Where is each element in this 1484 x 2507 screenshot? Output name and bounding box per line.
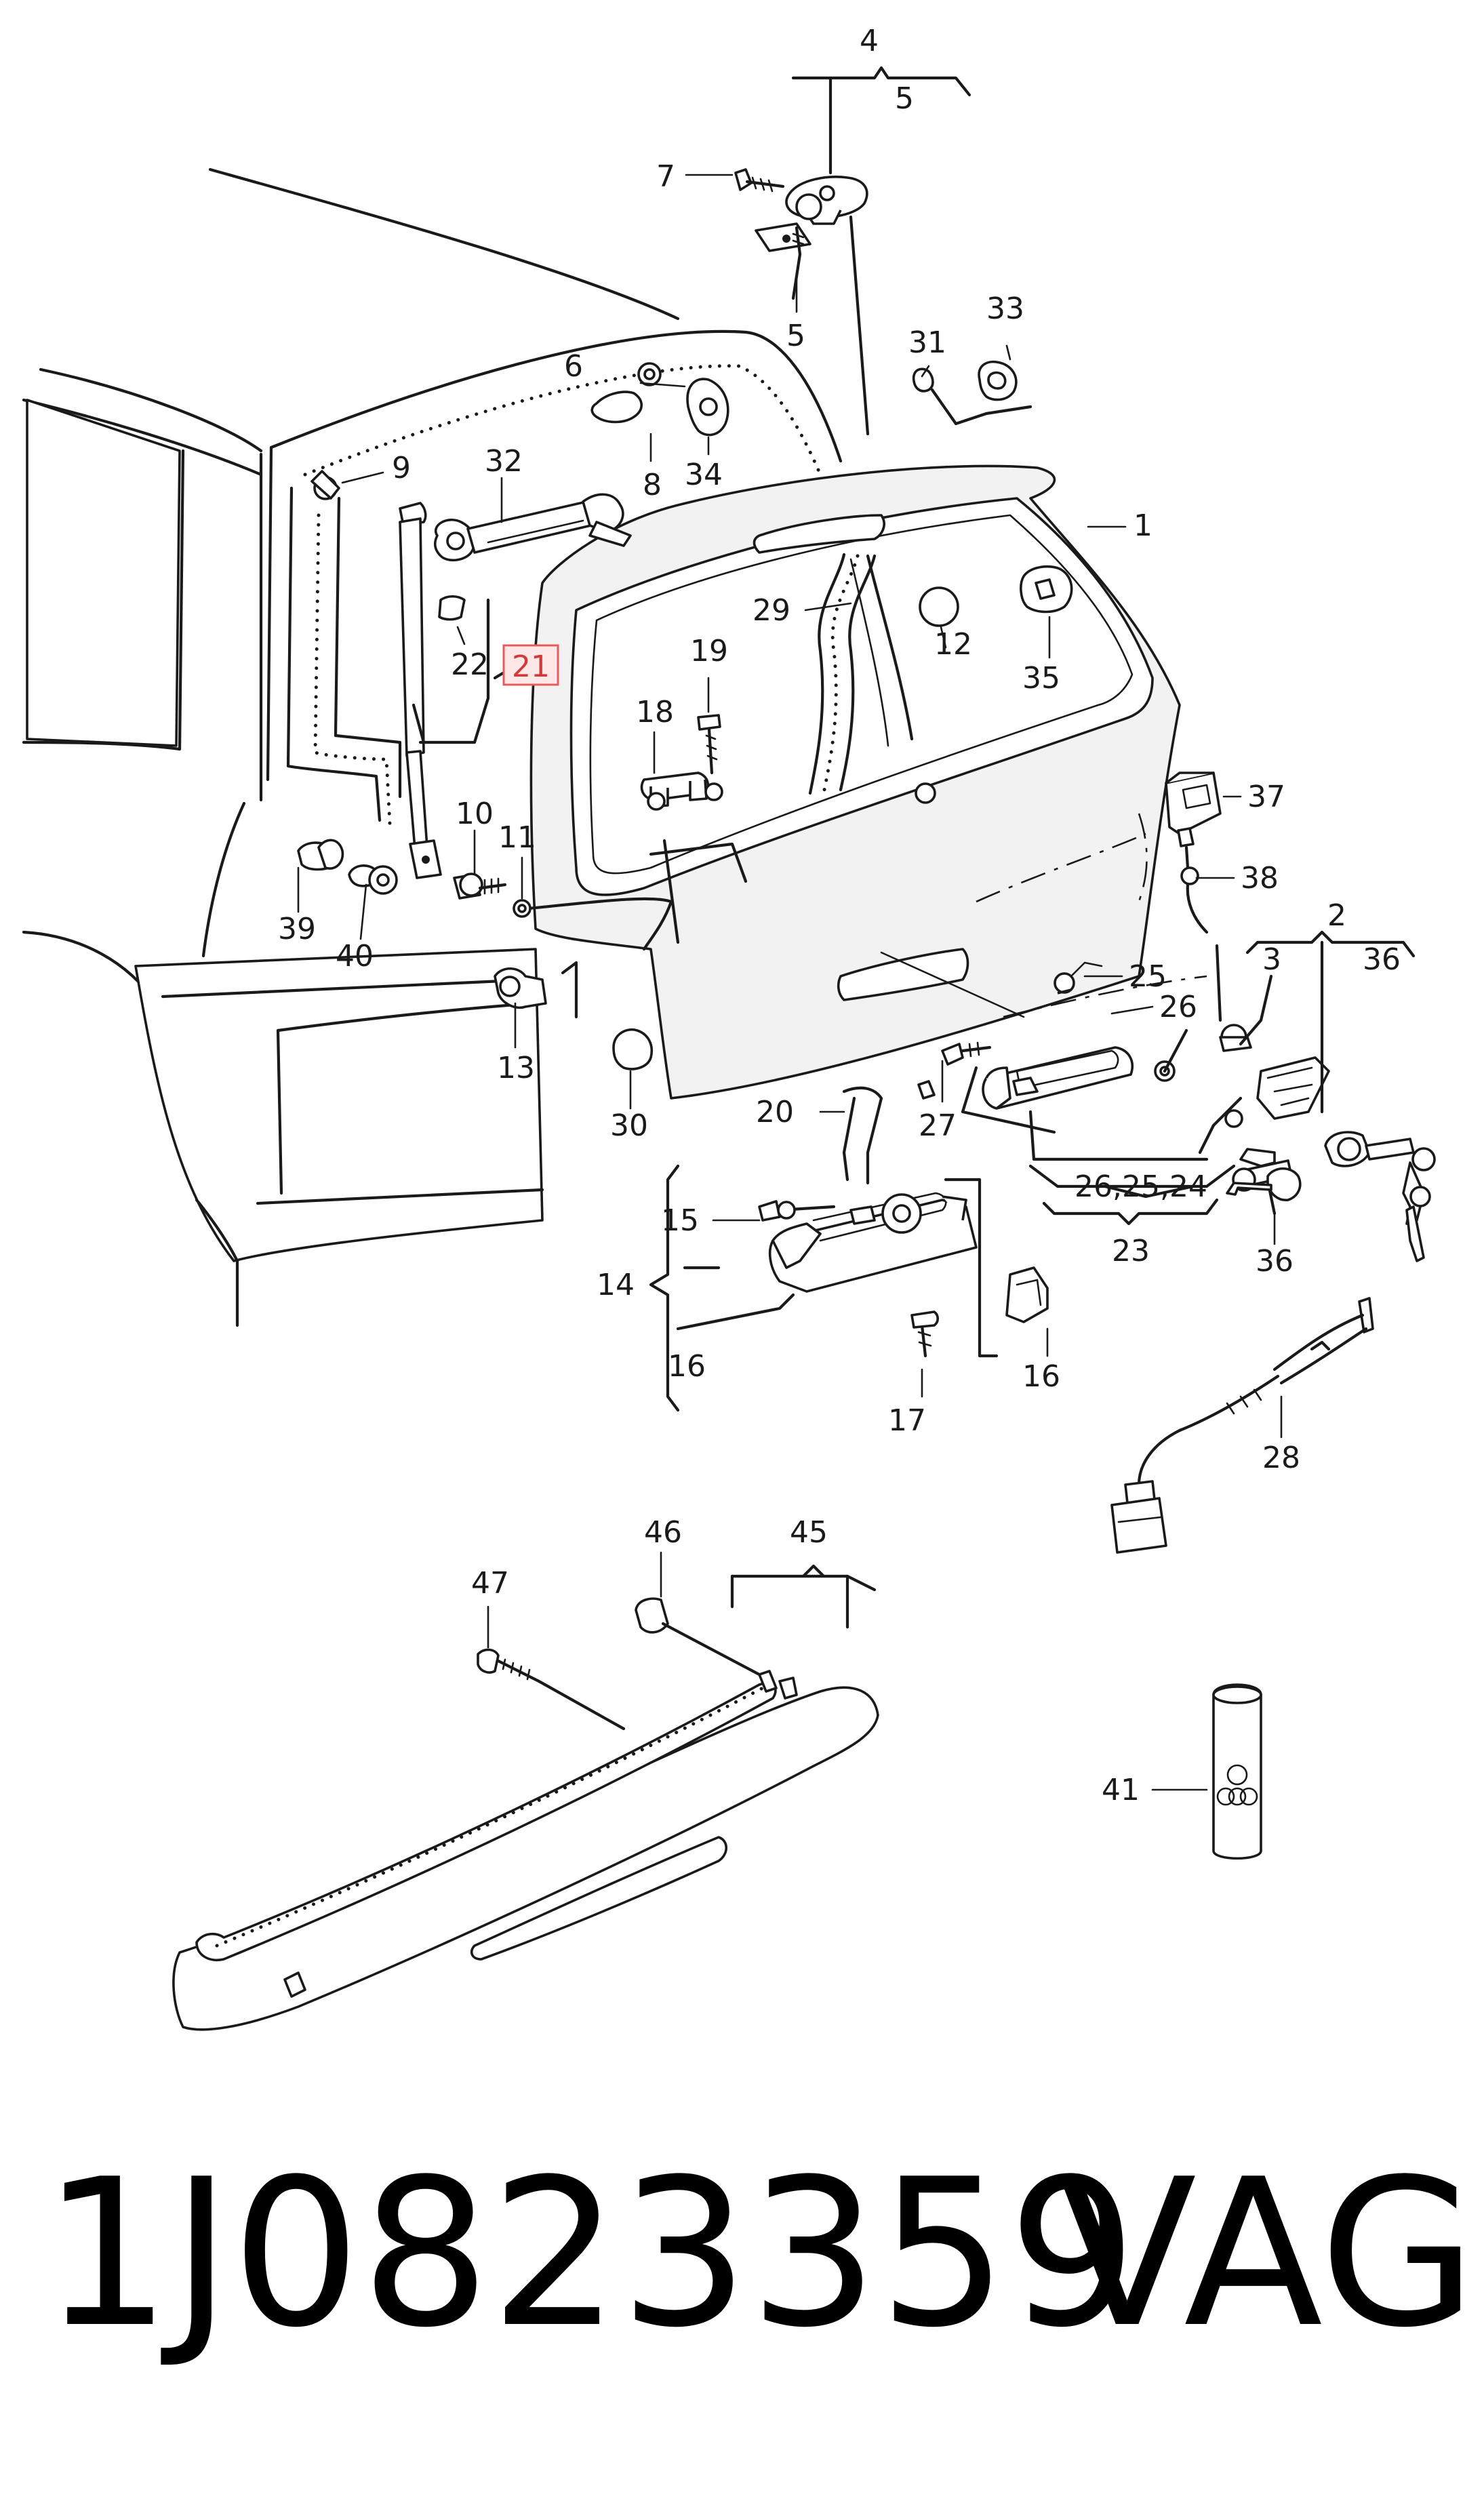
callout-46: 46 [644, 1515, 682, 1550]
hinge-assembly [734, 168, 870, 436]
callout-16-left: 16 [668, 1349, 706, 1384]
callout-45: 45 [790, 1515, 828, 1550]
callout-24-25-26: 26,25,24 [1075, 1169, 1207, 1204]
callout-16: 16 [1022, 1359, 1060, 1394]
callout-28: 28 [1262, 1441, 1300, 1475]
handle-assembly [941, 961, 1236, 1199]
callout-12: 12 [934, 627, 972, 662]
callout-31: 31 [908, 325, 946, 360]
callout-23: 23 [1112, 1234, 1150, 1268]
callout-15: 15 [661, 1203, 699, 1238]
callout-18: 18 [636, 695, 674, 729]
lock-cylinder-assembly [1198, 1024, 1436, 1262]
callout-30: 30 [610, 1108, 648, 1143]
callout-26: 26 [1159, 990, 1197, 1024]
key [1226, 1167, 1302, 1201]
callout-3: 3 [1262, 942, 1281, 977]
callout-5: 5 [786, 319, 805, 353]
callout-labels: 4 5 7 5 6 8 34 31 33 9 32 1 29 12 35 22 … [278, 24, 1401, 1807]
car-body-outline [22, 167, 680, 1327]
callout-9: 9 [392, 451, 411, 485]
callout-22: 22 [451, 647, 489, 682]
body-side-fasteners [297, 839, 653, 1070]
callout-7: 7 [656, 159, 675, 194]
lock-body-assembly [676, 1080, 1049, 1358]
callout-21-highlight [502, 644, 559, 686]
callout-47: 47 [471, 1566, 509, 1601]
callout-6: 6 [564, 349, 583, 384]
leader-lines [297, 174, 1283, 1791]
callout-10: 10 [456, 797, 494, 831]
lock-motor-assembly [1165, 771, 1222, 1022]
callout-2: 2 [1327, 898, 1346, 933]
callout-5-top: 5 [895, 81, 914, 116]
callout-37: 37 [1247, 780, 1285, 814]
callout-32: 32 [485, 444, 523, 479]
callout-25: 25 [1129, 959, 1167, 994]
callout-27: 27 [919, 1108, 957, 1143]
callout-40: 40 [336, 939, 374, 974]
callout-38: 38 [1241, 861, 1279, 896]
aerosol-can [1212, 1683, 1262, 1860]
callout-41: 41 [1102, 1773, 1140, 1807]
callout-brackets [649, 66, 1416, 1412]
callout-11: 11 [498, 820, 536, 855]
callout-17: 17 [888, 1403, 926, 1438]
callout-21: 21 [512, 649, 550, 684]
tailgate-opening-seal [266, 329, 843, 826]
roof-hardware [590, 361, 1032, 437]
callout-33: 33 [986, 292, 1024, 326]
callout-35: 35 [1022, 661, 1060, 696]
callout-1: 1 [1134, 508, 1152, 543]
callout-14: 14 [597, 1268, 635, 1302]
wiring-harness [1110, 1297, 1374, 1554]
brand-label: VAG [1058, 2135, 1477, 2372]
callout-8: 8 [643, 468, 662, 502]
callout-19: 19 [690, 634, 728, 668]
callout-39: 39 [278, 912, 316, 946]
part-number: 1J0823359 [42, 2135, 1138, 2372]
callout-13: 13 [497, 1051, 535, 1085]
tailgate-panel [527, 464, 1207, 1100]
callout-36-top: 36 [1363, 942, 1401, 977]
callout-20: 20 [756, 1095, 794, 1129]
gas-strut-assembly [310, 470, 632, 918]
callout-34: 34 [685, 458, 723, 492]
callout-4: 4 [860, 24, 879, 58]
callout-36: 36 [1256, 1244, 1294, 1279]
glass-hardware [640, 565, 1073, 811]
callout-29: 29 [753, 593, 790, 628]
rear-spoiler [172, 1564, 879, 2031]
